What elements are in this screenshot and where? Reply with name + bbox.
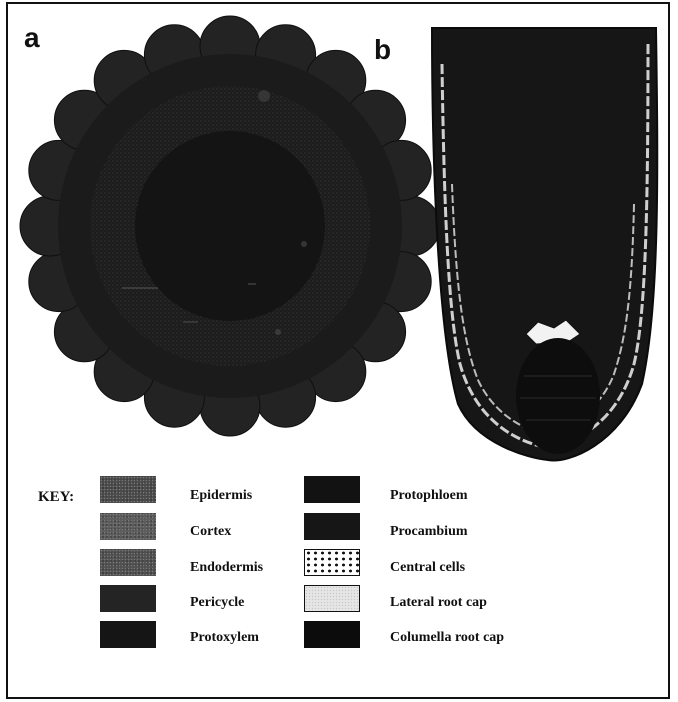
figure-frame: a b <box>6 2 670 699</box>
root-diagrams <box>8 4 672 474</box>
swatch-cortex <box>100 513 156 540</box>
swatch-central-cells <box>304 549 360 576</box>
swatch-lateral-root-cap <box>304 585 360 612</box>
key-label-epidermis: Epidermis <box>190 488 252 504</box>
key-label-central-cells: Central cells <box>390 560 465 576</box>
root-tip-longitudinal <box>432 28 657 460</box>
key-label-protoxylem: Protoxylem <box>190 630 259 646</box>
root-cross-section <box>20 16 440 436</box>
columella-root-cap <box>516 338 600 454</box>
key-label-columella-root-cap: Columella root cap <box>390 630 504 646</box>
stele-region <box>135 131 325 321</box>
key-label-protophloem: Protophloem <box>390 488 468 504</box>
swatch-endodermis <box>100 549 156 576</box>
swatch-epidermis <box>100 476 156 503</box>
key-label-pericycle: Pericycle <box>190 595 244 611</box>
key-label-lateral-root-cap: Lateral root cap <box>390 595 487 611</box>
swatch-protoxylem <box>100 621 156 648</box>
key-title: KEY: <box>38 489 74 506</box>
swatch-pericycle <box>100 585 156 612</box>
key-label-procambium: Procambium <box>390 524 468 540</box>
swatch-procambium <box>304 513 360 540</box>
key-label-endodermis: Endodermis <box>190 560 263 576</box>
swatch-columella-root-cap <box>304 621 360 648</box>
key-label-cortex: Cortex <box>190 524 231 540</box>
swatch-protophloem <box>304 476 360 503</box>
